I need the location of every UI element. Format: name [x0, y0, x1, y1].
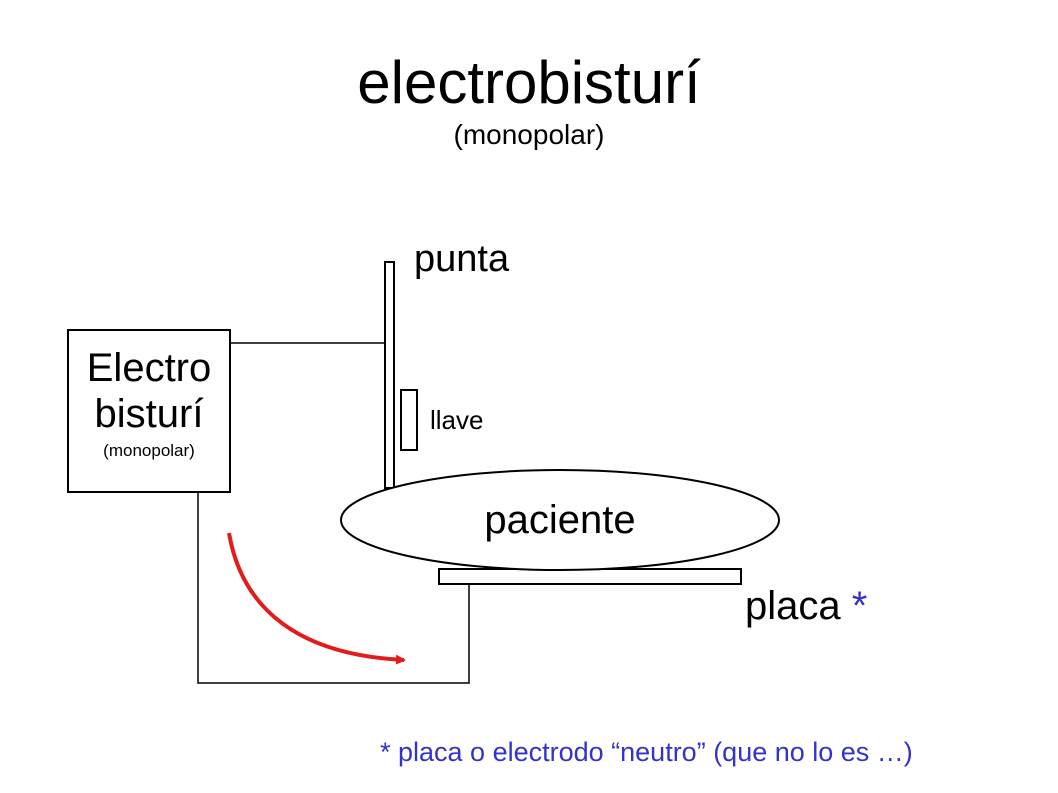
page-subtitle: (monopolar)	[453, 119, 605, 150]
page-title: electrobisturí	[357, 49, 701, 116]
probe-tip	[384, 261, 395, 489]
footnote: * placa o electrodo “neutro” (que no lo …	[380, 737, 913, 767]
patient-ellipse	[340, 469, 780, 571]
patient-label: paciente	[484, 498, 636, 542]
plate-label: placa	[745, 584, 841, 628]
current-flow-arrow	[227, 532, 406, 665]
probe-label: punta	[414, 238, 510, 280]
plate-label-group: placa *	[745, 582, 867, 630]
plate-asterisk: *	[851, 584, 868, 628]
device-label-line2: bisturí	[94, 392, 204, 436]
wire-return-to-plate	[197, 493, 470, 684]
switch-llave	[400, 389, 418, 451]
switch-label: llave	[430, 405, 484, 435]
return-plate	[438, 568, 742, 585]
device-label-line1: Electro	[86, 346, 212, 390]
electrosurgical-unit-box: Electro bisturí (monopolar)	[67, 329, 231, 493]
device-label-line3: (monopolar)	[103, 441, 195, 460]
